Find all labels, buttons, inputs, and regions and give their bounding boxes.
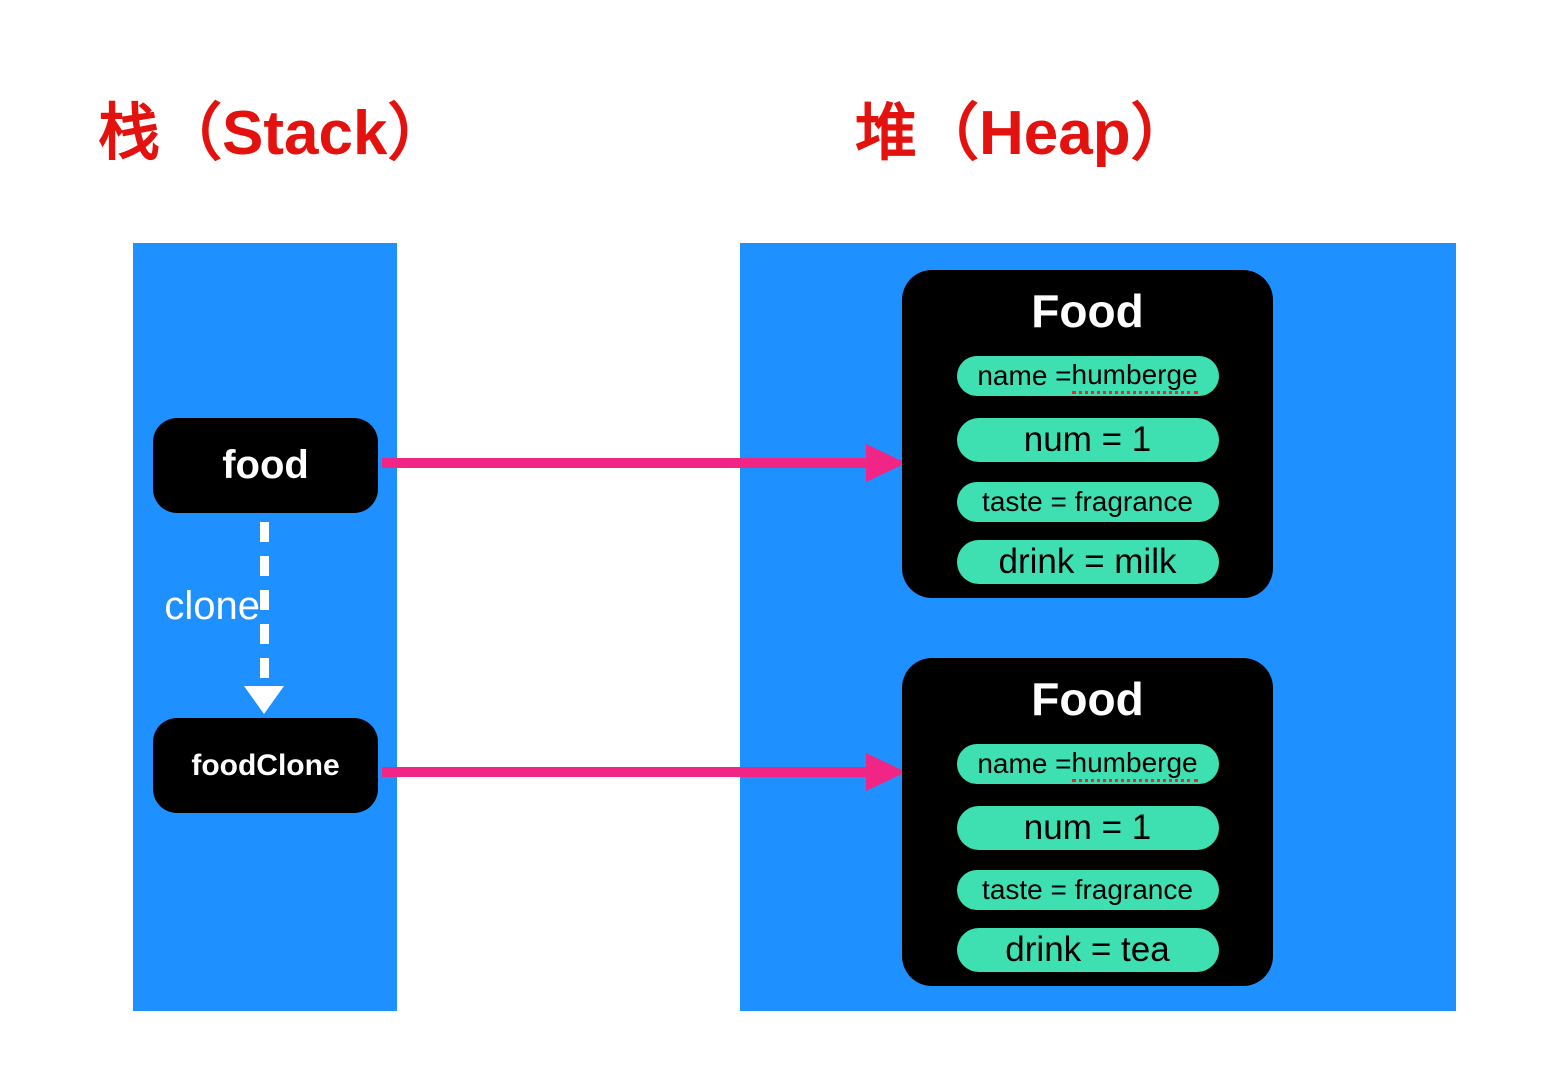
stack-var-food-label: food bbox=[222, 443, 309, 487]
pointer-arrow-foodclone-line bbox=[382, 767, 868, 777]
field-pill-name: name = humberge bbox=[956, 744, 1219, 784]
heap-object-food-1: Food name = humberge num = 1 taste = fra… bbox=[902, 270, 1273, 598]
pointer-arrow-food-line bbox=[382, 458, 868, 468]
field-pill-num: num = 1 bbox=[956, 806, 1219, 850]
field-name-value: humberge bbox=[1071, 747, 1198, 782]
pointer-arrow-food-head-icon bbox=[866, 444, 906, 482]
field-pill-taste: taste = fragrance bbox=[956, 482, 1219, 522]
field-name-prefix: name = bbox=[977, 748, 1072, 779]
stack-var-foodclone-label: foodClone bbox=[191, 748, 340, 782]
clone-arrow-down-icon bbox=[244, 686, 284, 714]
heap-object-food-2: Food name = humberge num = 1 taste = fra… bbox=[902, 658, 1273, 986]
clone-label: clone bbox=[164, 584, 260, 628]
field-pill-taste: taste = fragrance bbox=[956, 870, 1219, 910]
field-name-prefix: name = bbox=[977, 360, 1072, 391]
heap-object-1-title: Food bbox=[1031, 285, 1144, 337]
field-pill-drink: drink = tea bbox=[956, 928, 1219, 972]
heap-title: 堆（Heap） bbox=[855, 99, 1193, 168]
clone-arrow-dashed-line bbox=[260, 522, 269, 686]
stack-var-foodclone: foodClone bbox=[153, 718, 378, 813]
field-pill-drink: drink = milk bbox=[956, 540, 1219, 584]
stack-title: 栈（Stack） bbox=[98, 99, 450, 168]
field-name-value: humberge bbox=[1071, 359, 1198, 394]
field-pill-num: num = 1 bbox=[956, 418, 1219, 462]
field-pill-name: name = humberge bbox=[956, 356, 1219, 396]
stack-var-food: food bbox=[153, 418, 378, 513]
heap-object-2-title: Food bbox=[1031, 673, 1144, 725]
pointer-arrow-foodclone-head-icon bbox=[866, 753, 906, 791]
